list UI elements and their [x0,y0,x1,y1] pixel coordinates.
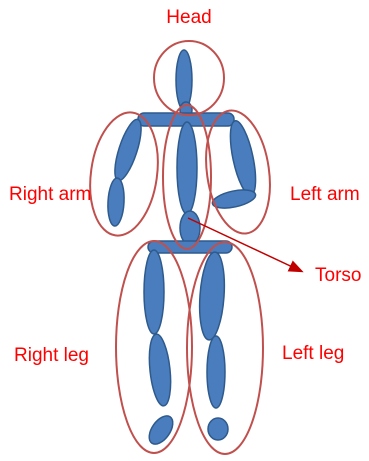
left-leg-label: Left leg [282,343,344,364]
torso-label: Torso [315,265,361,286]
left-foot-segment [208,418,228,440]
head-label: Head [166,7,211,28]
right-foot-segment [144,412,177,449]
right-thigh-segment [144,250,164,334]
left-upper-arm-segment [225,119,260,197]
right-leg-label: Right leg [14,345,89,366]
torso-upper-segment [177,122,197,214]
right-shin-segment [146,333,173,407]
left-arm-label: Left arm [290,184,360,205]
left-shin-segment [207,336,225,408]
left-forearm-segment [211,187,257,212]
torso-lower-segment [180,211,200,245]
right-arm-label: Right arm [9,184,91,205]
right-upper-arm-segment [110,117,147,183]
head-segment [176,50,192,110]
right-forearm-segment [107,178,125,227]
